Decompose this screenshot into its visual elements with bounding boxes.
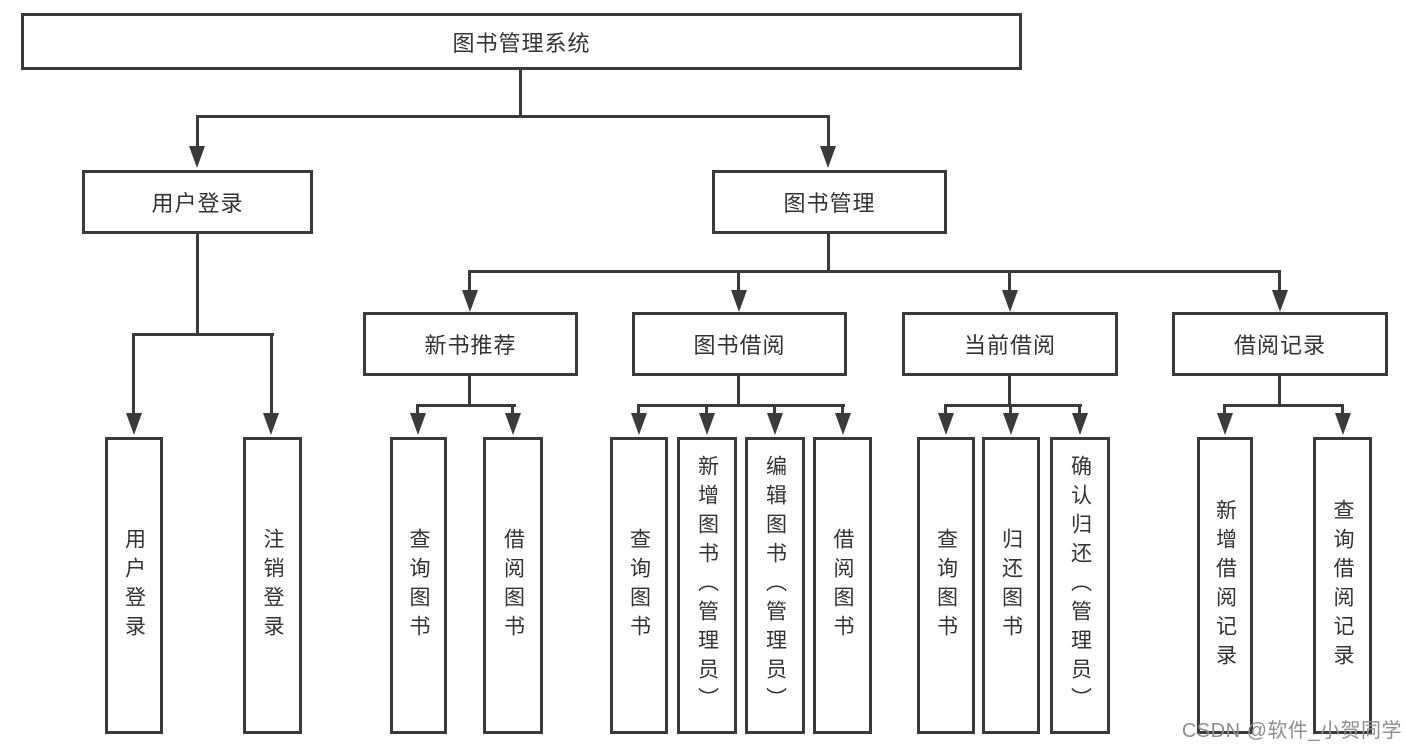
- leaf-user-login: 用户登录: [105, 437, 163, 734]
- arrowhead-down-icon: [462, 290, 478, 312]
- leaf-currentborrow-query: 查询图书: [917, 437, 975, 734]
- leaf-bookborrow-borrow: 借阅图书: [813, 437, 872, 734]
- leaf-newbooks-query: 查询图书: [390, 437, 447, 734]
- node-book-mgmt-label: 图书管理: [783, 191, 876, 216]
- leaf-bookborrow-query-label: 查询图书: [627, 527, 651, 644]
- arrowhead-down-icon: [631, 413, 647, 435]
- connector-user-login-split: [132, 333, 274, 336]
- connector-drop-leaf: [637, 404, 640, 415]
- connector-borrow-records-split: [1223, 404, 1344, 407]
- leaf-currentborrow-confirm-label: 确认归还（管理员）: [1068, 455, 1092, 716]
- arrowhead-down-icon: [126, 413, 142, 435]
- arrowhead-down-icon: [767, 413, 783, 435]
- leaf-bookborrow-edit: 编辑图书（管理员）: [745, 437, 805, 734]
- arrowhead-down-icon: [1002, 290, 1018, 312]
- connector-book-mgmt-stub: [827, 232, 830, 272]
- node-new-books-label: 新书推荐: [424, 333, 517, 358]
- leaf-logout: 注销登录: [243, 437, 302, 734]
- connector-drop-book-borrow: [737, 270, 740, 292]
- connector-drop-leaf: [1341, 404, 1344, 415]
- arrowhead-down-icon: [820, 146, 836, 168]
- connector-drop-current-borrow: [1008, 270, 1011, 292]
- leaf-newbooks-query-label: 查询图书: [407, 527, 430, 644]
- connector-drop-book-mgmt: [827, 115, 830, 148]
- connector-new-books-stub: [468, 374, 471, 406]
- node-user-login-label: 用户登录: [151, 191, 244, 216]
- leaf-currentborrow-return-label: 归还图书: [999, 527, 1023, 644]
- csdn-watermark: CSDN @软件_小贺同学: [1181, 720, 1402, 742]
- connector-drop-new-books: [468, 270, 471, 292]
- leaf-currentborrow-confirm: 确认归还（管理员）: [1050, 437, 1110, 734]
- connector-root-split: [196, 115, 830, 118]
- leaf-newbooks-borrow-label: 借阅图书: [501, 527, 525, 644]
- connector-drop-user-login: [196, 115, 199, 148]
- connector-drop-leaf: [1078, 404, 1081, 415]
- connector-drop-borrow-records: [1278, 270, 1281, 292]
- node-borrow-records: 借阅记录: [1172, 312, 1388, 376]
- leaf-user-login-label: 用户登录: [122, 527, 146, 644]
- connector-new-books-split: [416, 404, 516, 407]
- leaf-bookborrow-add: 新增图书（管理员）: [677, 437, 737, 734]
- connector-drop-leaf: [132, 333, 135, 415]
- arrowhead-down-icon: [1272, 290, 1288, 312]
- node-current-borrow: 当前借阅: [902, 312, 1118, 376]
- node-user-login: 用户登录: [82, 170, 313, 234]
- leaf-currentborrow-query-label: 查询图书: [934, 527, 958, 644]
- connector-drop-leaf: [511, 404, 514, 415]
- leaf-bookborrow-query: 查询图书: [610, 437, 668, 734]
- connector-drop-leaf: [1009, 404, 1012, 415]
- arrowhead-down-icon: [1335, 413, 1351, 435]
- leaf-records-query-label: 查询借阅记录: [1331, 498, 1354, 673]
- connector-drop-leaf: [416, 404, 419, 415]
- node-book-borrow: 图书借阅: [632, 312, 847, 376]
- node-root: 图书管理系统: [21, 13, 1022, 70]
- connector-drop-leaf: [841, 404, 844, 415]
- arrowhead-down-icon: [189, 146, 205, 168]
- leaf-newbooks-borrow: 借阅图书: [483, 437, 543, 734]
- leaf-logout-label: 注销登录: [261, 527, 284, 644]
- connector-book-mgmt-split: [468, 270, 1281, 273]
- node-borrow-records-label: 借阅记录: [1233, 333, 1326, 358]
- arrowhead-down-icon: [1003, 413, 1019, 435]
- node-root-label: 图书管理系统: [452, 30, 591, 56]
- connector-book-borrow-stub: [737, 374, 740, 406]
- arrowhead-down-icon: [505, 413, 521, 435]
- arrowhead-down-icon: [731, 290, 747, 312]
- connector-borrow-records-stub: [1278, 373, 1281, 406]
- connector-current-borrow-stub: [1008, 374, 1011, 406]
- leaf-records-add: 新增借阅记录: [1197, 437, 1253, 734]
- leaf-records-add-label: 新增借阅记录: [1213, 498, 1237, 673]
- leaf-bookborrow-add-label: 新增图书（管理员）: [695, 455, 719, 716]
- leaf-records-query: 查询借阅记录: [1313, 437, 1372, 734]
- node-new-books: 新书推荐: [363, 312, 578, 376]
- leaf-bookborrow-borrow-label: 借阅图书: [831, 527, 854, 644]
- connector-drop-leaf: [270, 333, 273, 415]
- arrowhead-down-icon: [699, 413, 715, 435]
- connector-root-stub: [519, 68, 522, 117]
- connector-current-borrow-split: [944, 404, 1082, 407]
- arrowhead-down-icon: [835, 413, 851, 435]
- arrowhead-down-icon: [938, 413, 954, 435]
- arrowhead-down-icon: [1072, 413, 1088, 435]
- node-book-mgmt: 图书管理: [712, 170, 947, 234]
- connector-drop-leaf: [1223, 404, 1226, 415]
- arrowhead-down-icon: [410, 413, 426, 435]
- leaf-bookborrow-edit-label: 编辑图书（管理员）: [763, 455, 787, 716]
- node-book-borrow-label: 图书借阅: [693, 333, 786, 358]
- arrowhead-down-icon: [1217, 413, 1233, 435]
- leaf-currentborrow-return: 归还图书: [982, 437, 1040, 734]
- connector-drop-leaf: [705, 404, 708, 415]
- connector-book-borrow-split: [637, 404, 845, 407]
- arrowhead-down-icon: [263, 413, 279, 435]
- node-current-borrow-label: 当前借阅: [963, 333, 1056, 358]
- connector-drop-leaf: [773, 404, 776, 415]
- connector-drop-leaf: [944, 404, 947, 415]
- connector-user-login-stub: [196, 232, 199, 335]
